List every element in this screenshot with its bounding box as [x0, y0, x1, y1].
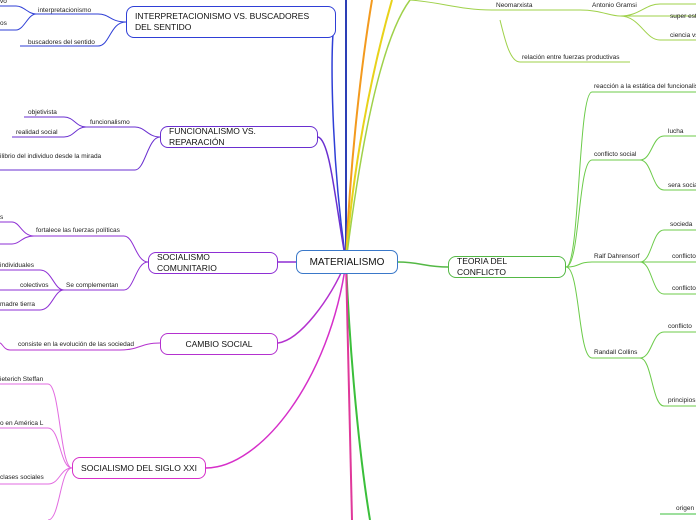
topic-interpretacionismo-label: INTERPRETACIONISMO VS. BUSCADORES DEL SE… [135, 11, 310, 32]
subtopic-conflicto-1[interactable]: conflicto [672, 253, 696, 260]
connector-teoria-conflicto [397, 261, 449, 268]
subtopic-lucha[interactable]: lucha [668, 128, 684, 135]
topic-teoria-conflicto[interactable]: TEORIA DEL CONFLICTO [448, 256, 566, 278]
connector-socialismo-xxi [205, 261, 347, 469]
subtopic-relacion-fuerzas[interactable]: relación entre fuerzas productivas [522, 54, 620, 61]
subtopic-os[interactable]: os [0, 20, 7, 27]
topic-interpretacionismo[interactable]: INTERPRETACIONISMO VS. BUSCADORES DEL SE… [126, 6, 336, 38]
topic-socialismo-xxi-label: SOCIALISMO DEL SIGLO XXI [81, 462, 197, 473]
subtopic-madre-tierra[interactable]: madre tierra [0, 301, 36, 308]
subtopic-dieterich[interactable]: ieterich Steffan [0, 376, 44, 383]
connector-yellow [345, 0, 393, 263]
subtopic-ciencia[interactable]: ciencia vs [670, 32, 696, 39]
connector-orange [345, 0, 373, 263]
subtopic-equilibrio[interactable]: ilibrio del individuo desde la mirada [0, 153, 102, 160]
subtopic-clases-sociales[interactable]: clases sociales [0, 474, 44, 481]
topic-cambio-social[interactable]: CAMBIO SOCIAL [160, 333, 278, 355]
connector-funcionalismo [317, 136, 347, 263]
topic-cambio-social-label: CAMBIO SOCIAL [185, 338, 253, 349]
connector-interpretacionismo [331, 21, 347, 263]
subtopic-colectivos[interactable]: colectivos [20, 282, 49, 289]
subtopic-individuales[interactable]: individuales [0, 262, 34, 269]
topic-socialismo-comunitario[interactable]: SOCIALISMO COMUNITARIO [148, 252, 278, 274]
subtopic-conflicto-3[interactable]: conflicto [668, 323, 692, 330]
subtopic-collins[interactable]: Randall Collins [594, 349, 638, 356]
central-topic-label: MATERIALISMO [309, 256, 385, 268]
subtopic-neomarxista[interactable]: Neomarxista [496, 2, 533, 9]
subtopic-conflicto-social[interactable]: conflicto social [594, 151, 637, 158]
subtopic-sociedad[interactable]: socieda [670, 221, 693, 228]
subtopic-america[interactable]: o en América L [0, 420, 44, 427]
topic-socialismo-comunitario-label: SOCIALISMO COMUNITARIO [157, 252, 217, 273]
topic-teoria-conflicto-label: TEORIA DEL CONFLICTO [457, 256, 507, 277]
subtopic-gramsci[interactable]: Antonio Gramsi [592, 2, 637, 9]
subtopic-principios[interactable]: principios [668, 397, 696, 404]
subtopic-interpretacionismo[interactable]: interpretacionismo [38, 7, 92, 14]
subtopic-evolucion[interactable]: consiste en la evolución de las sociedad [18, 341, 134, 348]
subtopic-dahrendorf[interactable]: Ralf Dahrensorf [594, 253, 640, 260]
subtopic-sera-social[interactable]: sera socia [668, 182, 696, 189]
topic-funcionalismo-label: FUNCIONALISMO VS. REPARACIÓN [169, 126, 256, 147]
subtopic-funcionalismo[interactable]: funcionalismo [90, 119, 130, 126]
topic-socialismo-xxi[interactable]: SOCIALISMO DEL SIGLO XXI [72, 457, 206, 479]
subtopic-buscadores[interactable]: buscadores del sentido [28, 39, 95, 46]
topic-funcionalismo[interactable]: FUNCIONALISMO VS. REPARACIÓN [160, 126, 318, 148]
central-topic[interactable]: MATERIALISMO [296, 250, 398, 274]
connector-bottom-pink [345, 261, 353, 520]
subtopic-conflicto-2[interactable]: conflicto [672, 285, 696, 292]
subtopic-vo[interactable]: vo [0, 0, 7, 5]
subtopic-se-complementan[interactable]: Se complementan [66, 282, 119, 289]
subtopic-objetivista[interactable]: objetivista [28, 109, 57, 116]
subtopic-fortalece[interactable]: fortalece las fuerzas políticas [36, 227, 120, 234]
subtopic-reaccion[interactable]: reacción a la estática del funcionalis [594, 83, 696, 90]
subtopic-super-est[interactable]: super est [670, 13, 696, 20]
subtopic-origen[interactable]: origen [676, 505, 695, 512]
connector-light-green-top [345, 0, 411, 263]
subtopic-s[interactable]: s [0, 214, 4, 221]
connector-cambio-social [277, 261, 347, 344]
subtopic-realidad-social[interactable]: realidad social [16, 129, 58, 136]
